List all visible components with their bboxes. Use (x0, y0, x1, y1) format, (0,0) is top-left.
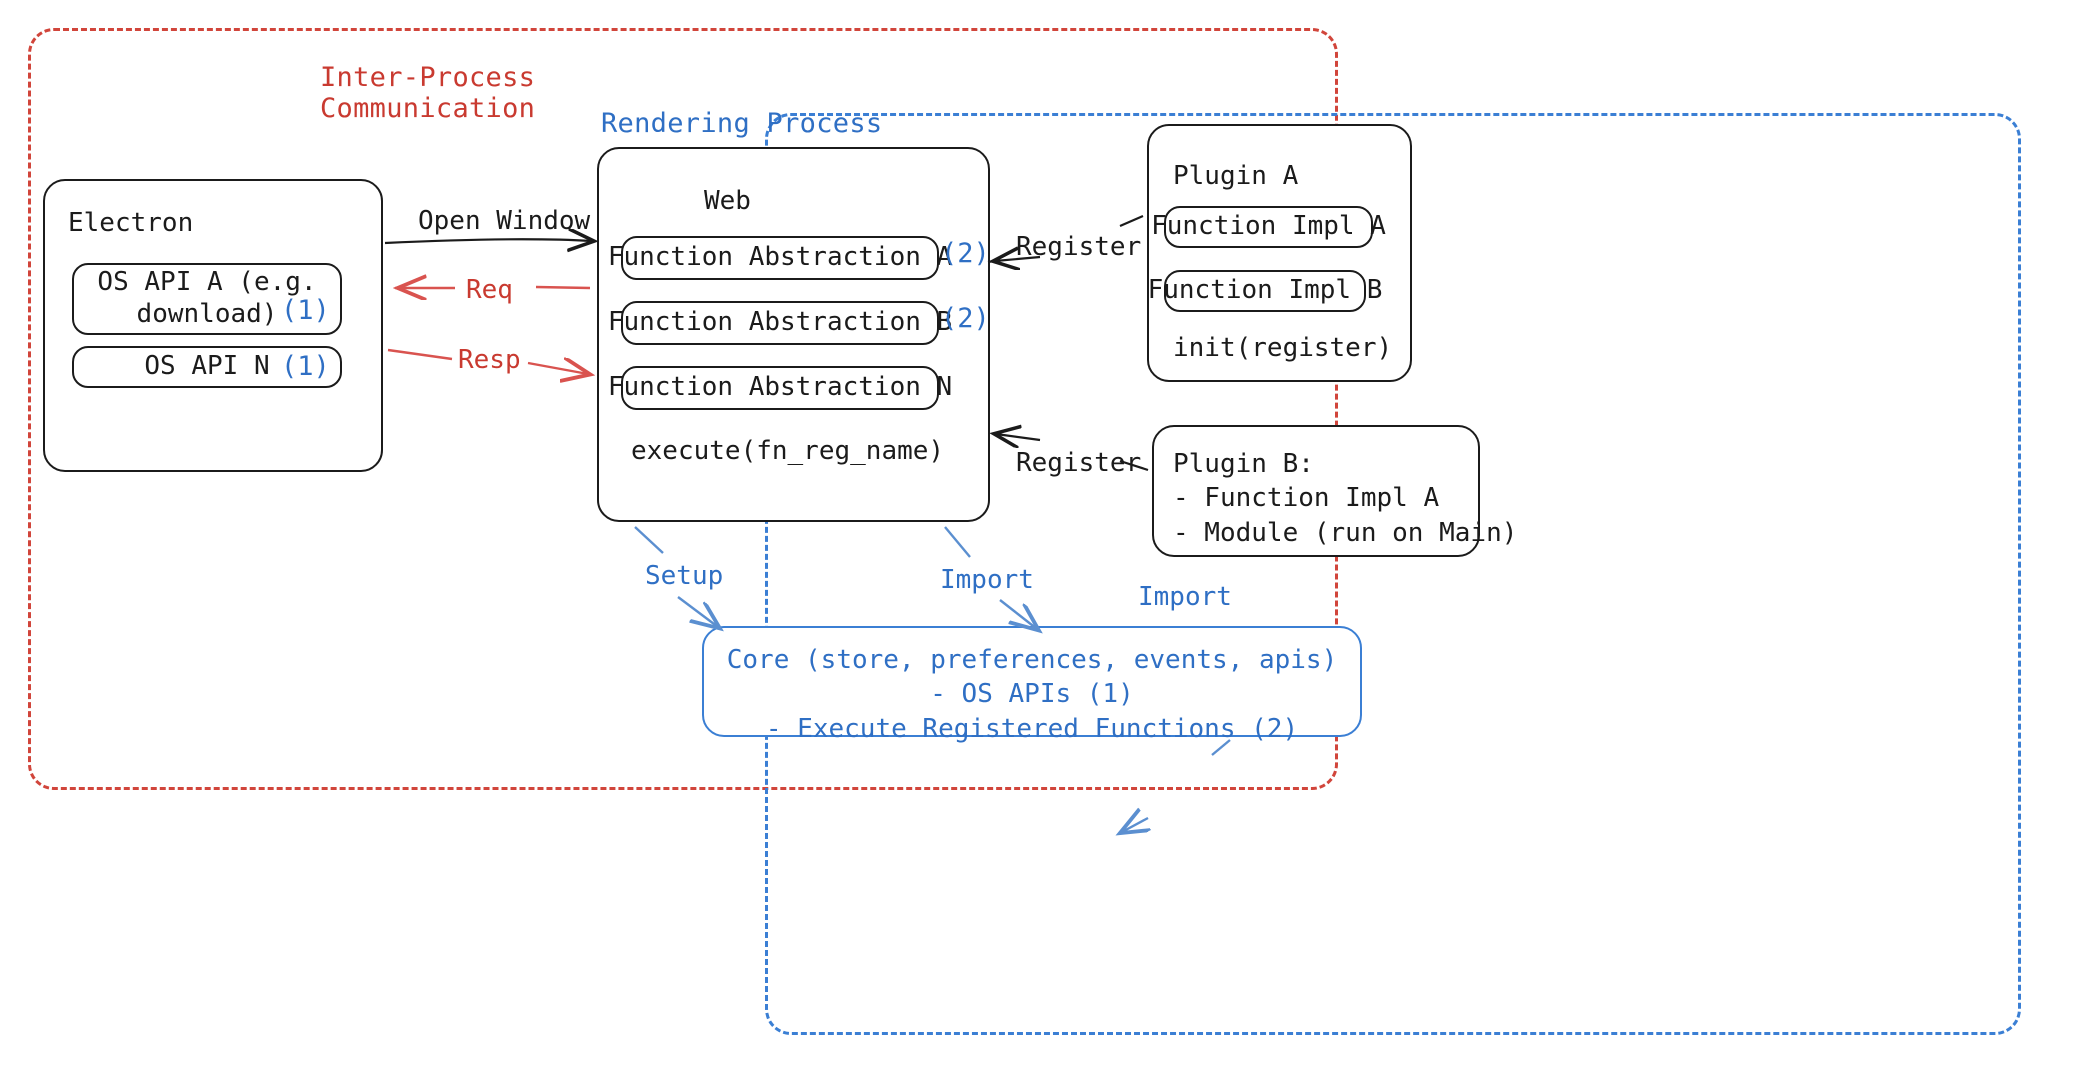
arrow-label-import-web: Import (940, 565, 1034, 595)
function-abstraction-a-box: Function Abstraction A (608, 236, 952, 280)
os-api-n-box: OS API N (72, 346, 342, 388)
web-execute-label: execute(fn_reg_name) (631, 436, 945, 466)
os-api-n-tag: (1) (281, 351, 330, 382)
os-api-a-tag: (1) (281, 295, 330, 326)
plugin-a-init-label: init(register) (1173, 333, 1393, 363)
plugin-b-box (1152, 425, 1480, 557)
function-abstraction-a-tag: (2) (941, 238, 990, 269)
electron-title: Electron (68, 208, 194, 238)
plugin-b-text: Plugin B: - Function Impl A - Module (ru… (1173, 449, 1518, 548)
core-box (702, 626, 1362, 737)
group-label-rendering-process: Rendering Process (601, 108, 883, 139)
group-inter-process-communication (28, 28, 1338, 790)
plugin-a-box (1147, 124, 1412, 382)
function-impl-a-box: Function Impl A (1151, 206, 1386, 248)
os-api-a-box: OS API A (e.g. download) (72, 263, 342, 335)
arrow-label-register-plugin-a: Register (1016, 232, 1142, 262)
function-impl-b-box: Function Impl B (1148, 270, 1382, 312)
function-abstraction-n-box: Function Abstraction N (608, 366, 952, 410)
arrow-label-setup: Setup (645, 561, 724, 591)
group-label-ipc: Inter-Process Communication (320, 62, 536, 125)
web-title: Web (704, 186, 751, 216)
core-text: Core (store, preferences, events, apis) … (726, 645, 1338, 744)
function-abstraction-b-box: Function Abstraction B (608, 301, 952, 345)
arrow-label-open-window: Open Window (418, 206, 591, 236)
arrow-label-import-plugin: Import (1138, 582, 1232, 612)
plugin-a-title: Plugin A (1173, 161, 1299, 191)
arrow-label-resp: Resp (458, 345, 521, 375)
arrow-label-register-plugin-b: Register (1016, 448, 1142, 478)
function-abstraction-b-tag: (2) (941, 303, 990, 334)
arrow-label-req: Req (466, 275, 513, 305)
group-rendering-process (765, 113, 2021, 1035)
